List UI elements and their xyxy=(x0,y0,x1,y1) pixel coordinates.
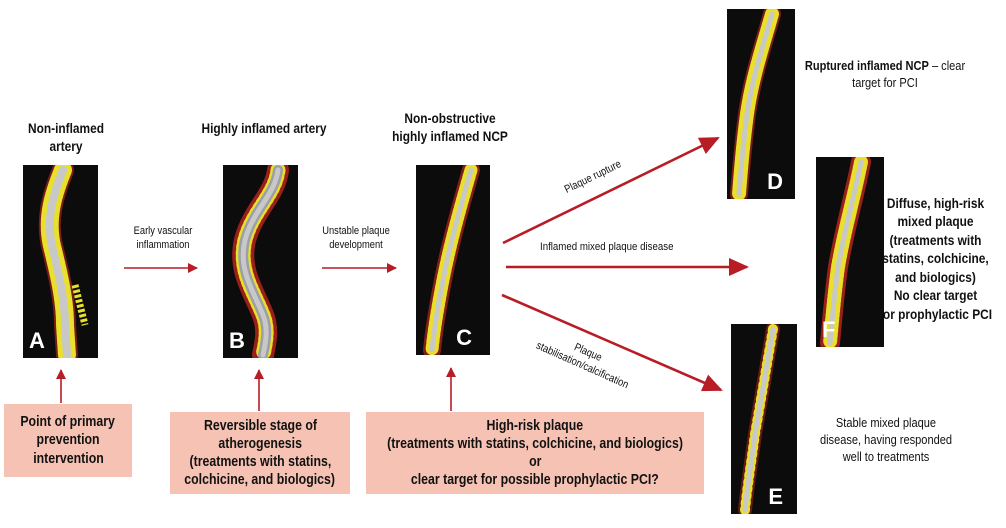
arrow-c-to-d xyxy=(502,136,720,245)
outcome-e-line-0: Stable mixed plaque xyxy=(835,415,937,430)
outcome-e-line-2: well to treatments xyxy=(842,448,930,464)
outcome-f-line-2: (treatments with xyxy=(889,231,982,248)
caption-bc-line1: Unstable plaque xyxy=(322,225,390,237)
box-c-line-0: High-risk plaque xyxy=(486,417,584,434)
box-primary-prevention: Point of primary prevention intervention xyxy=(4,404,132,477)
outcome-d-line2: target for PCI xyxy=(852,74,918,90)
box-b-line-1: atherogenesis xyxy=(218,435,302,452)
panel-c: C xyxy=(416,165,490,355)
stage-title-a-text: Non-inflamed artery xyxy=(27,120,105,154)
stage-title-c: Non-obstructive highly inflamed NCP xyxy=(391,110,510,145)
stage-title-b-text: Highly inflamed artery xyxy=(201,120,327,136)
panel-a-letter: A xyxy=(29,328,45,353)
outcome-d-text: Ruptured inflamed NCP – clear target for… xyxy=(796,58,975,92)
arrow-c-to-e xyxy=(501,293,723,392)
panel-e-letter: E xyxy=(768,484,783,509)
caption-ab-line1: Early vascular xyxy=(133,225,193,237)
caption-unstable-plaque: Unstable plaque development xyxy=(318,224,395,253)
stage-title-a: Non-inflamed artery xyxy=(15,120,117,155)
panel-d-letter: D xyxy=(767,169,783,194)
panel-e-vessel xyxy=(738,324,780,514)
caption-inflamed-mixed: Inflamed mixed plaque disease xyxy=(540,240,698,254)
outcome-f-line-3: statins, colchicine, xyxy=(882,250,989,267)
outcome-d-rest: – clear xyxy=(928,58,966,73)
box-b-line-2: (treatments with statins, xyxy=(189,454,331,470)
outcome-f-line-1: mixed plaque xyxy=(897,213,974,230)
panel-f-letter: F xyxy=(822,317,836,342)
box-reversible-stage: Reversible stage of atherogenesis (treat… xyxy=(170,412,350,494)
caption-ab-line2: inflammation xyxy=(136,239,190,252)
box-c-line-1: (treatments with statins, colchicine, an… xyxy=(387,435,683,452)
box-b-line-3: colchicine, and biologics) xyxy=(184,472,336,489)
panel-f: F xyxy=(816,157,884,347)
outcome-f-line-5: No clear target xyxy=(893,287,978,304)
panel-e: E xyxy=(731,324,797,514)
box-high-risk-plaque: High-risk plaque (treatments with statin… xyxy=(366,412,704,494)
panel-a-vessel xyxy=(38,165,89,358)
caption-early-inflammation: Early vascular inflammation xyxy=(125,224,202,253)
panel-b: B xyxy=(223,165,298,358)
panel-c-vessel xyxy=(423,165,480,355)
panel-c-letter: C xyxy=(456,325,472,350)
caption-inflamed-text: Inflamed mixed plaque disease xyxy=(540,241,674,253)
panel-f-vessel xyxy=(820,157,871,347)
panel-b-vessel xyxy=(232,165,289,358)
box-a-line-2: intervention xyxy=(32,450,104,467)
outcome-f-line-0: Diffuse, high-risk xyxy=(886,195,985,211)
stage-title-b: Highly inflamed artery xyxy=(200,120,328,138)
outcome-f-text: Diffuse, high-risk mixed plaque (treatme… xyxy=(878,194,993,323)
box-a-line-0: Point of primary xyxy=(20,414,116,431)
box-c-line-2: or xyxy=(528,454,542,470)
box-a-line-1: prevention xyxy=(36,432,100,449)
panel-d-vessel xyxy=(730,9,781,199)
outcome-f-line-4: and biologics) xyxy=(895,268,976,285)
panel-d: D xyxy=(727,9,795,199)
box-b-line-0: Reversible stage of xyxy=(203,417,317,434)
outcome-e-line-1: disease, having responded xyxy=(819,431,953,447)
panel-b-letter: B xyxy=(229,328,245,353)
outcome-d-bold: Ruptured inflamed NCP xyxy=(804,58,929,73)
caption-bc-line2: development xyxy=(329,239,383,252)
box-c-line-3: clear target for possible prophylactic P… xyxy=(411,472,659,489)
panel-a: A xyxy=(23,165,98,358)
stage-title-c-line1: Non-obstructive xyxy=(404,110,496,126)
stage-title-c-line2: highly inflamed NCP xyxy=(392,127,508,144)
outcome-f-line-6: for prophylactic PCI xyxy=(878,305,993,322)
outcome-e-text: Stable mixed plaque disease, having resp… xyxy=(810,415,963,466)
